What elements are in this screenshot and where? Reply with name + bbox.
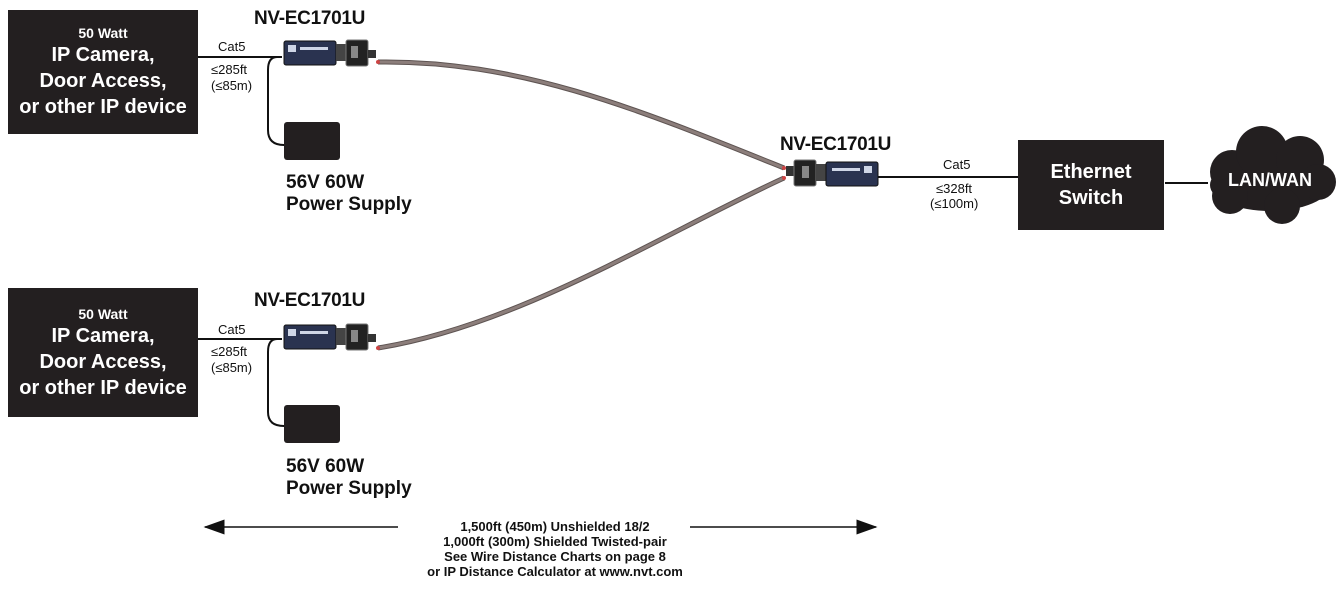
transceiver-model-bottom: NV-EC1701U (254, 290, 366, 311)
power-supply-label-bottom: 56V 60W Power Supply (286, 456, 412, 500)
distance-note-line4: or IP Distance Calculator at www.nvt.com (427, 564, 683, 579)
transceiver-bottom (283, 323, 380, 351)
distance-note-line1: 1,500ft (450m) Unshielded 18/2 (460, 519, 650, 534)
device-label-line: IP Camera, (51, 324, 155, 347)
twisted-pair-wire-bottom (377, 175, 786, 351)
device-label-line: Door Access, (39, 350, 167, 373)
switch-label-line2: Switch (1058, 187, 1124, 209)
device-wattage: 50 Watt (78, 305, 128, 322)
cable-type-label: Cat5 (218, 39, 246, 54)
cable-type-label: Cat5 (218, 322, 246, 337)
distance-note: 1,500ft (450m) Unshielded 18/2 1,000ft (… (370, 519, 740, 579)
transceiver-model-top: NV-EC1701U (254, 8, 366, 29)
ip-device-box-top: 50 Watt IP Camera, Door Access, or other… (8, 10, 198, 134)
ethernet-switch-box: Ethernet Switch (1018, 140, 1164, 230)
cable-type-label: Cat5 (943, 157, 971, 172)
lan-wan-cloud (1210, 126, 1336, 224)
distance-m-label: (≤85m) (211, 360, 253, 375)
distance-ft-label: ≤285ft (211, 62, 248, 77)
power-cord-top (267, 56, 285, 146)
power-supply-rating: 56V 60W (286, 456, 365, 477)
transceiver-model-hub: NV-EC1701U (780, 134, 892, 155)
power-cord-bottom (267, 338, 285, 427)
distance-ft-label: ≤328ft (936, 181, 973, 196)
power-supply-label-top: 56V 60W Power Supply (286, 172, 412, 216)
power-supply-rating: 56V 60W (286, 172, 365, 193)
distance-m-label: (≤100m) (930, 196, 979, 211)
ip-device-box-bottom: 50 Watt IP Camera, Door Access, or other… (8, 288, 198, 417)
twisted-pair-wire-top (377, 59, 785, 171)
distance-m-label: (≤85m) (211, 78, 253, 93)
device-wattage: 50 Watt (78, 25, 128, 41)
device-label-line: or other IP device (19, 376, 187, 399)
device-label-line: Door Access, (39, 70, 167, 92)
distance-ft-label: ≤285ft (211, 344, 248, 359)
transceiver-hub (782, 159, 879, 187)
distance-note-line2: 1,000ft (300m) Shielded Twisted-pair (443, 534, 667, 549)
power-supply-bottom (284, 405, 340, 443)
distance-note-line3: See Wire Distance Charts on page 8 (444, 549, 666, 564)
device-label-line: IP Camera, (51, 44, 155, 66)
transceiver-top (283, 39, 380, 67)
switch-label-line1: Ethernet (1050, 161, 1132, 183)
power-supply-name: Power Supply (286, 194, 412, 215)
device-label-line: or other IP device (19, 96, 187, 118)
power-supply-name: Power Supply (286, 478, 412, 499)
cloud-label: LAN/WAN (1228, 170, 1312, 190)
power-supply-top (284, 122, 340, 160)
